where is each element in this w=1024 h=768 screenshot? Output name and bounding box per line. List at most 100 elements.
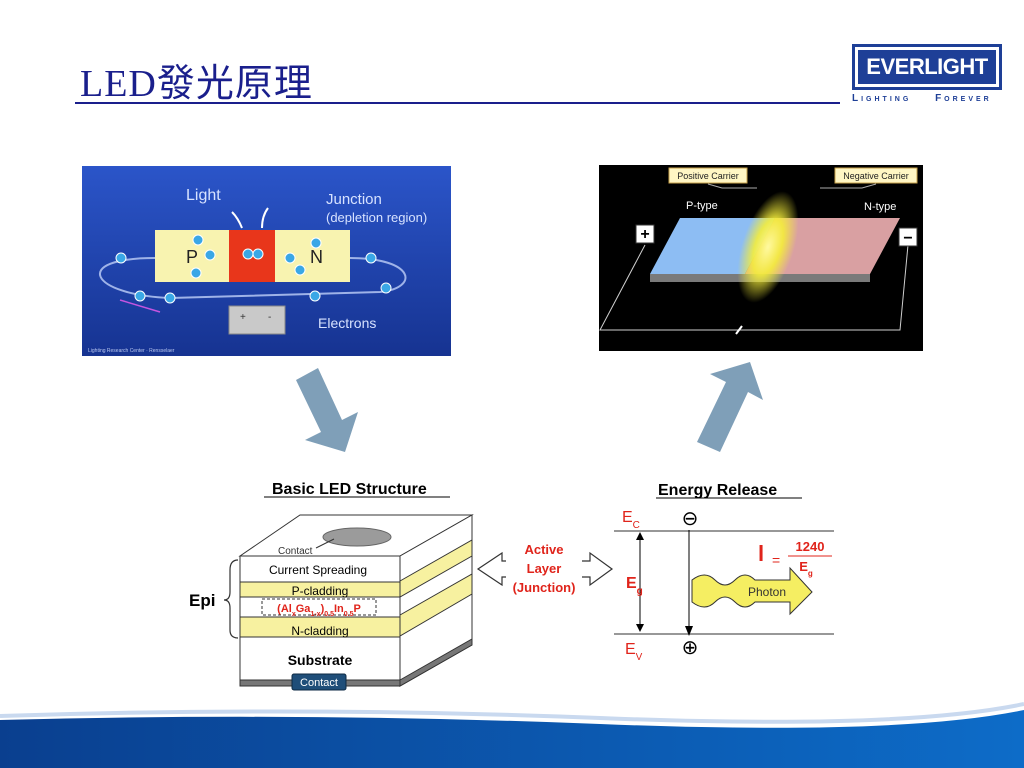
page-title: LED發光原理: [80, 63, 313, 105]
up-arrow: [697, 362, 763, 452]
energy-title: Energy Release: [658, 482, 777, 499]
down-arrow: [296, 368, 358, 452]
equals-sign: =: [772, 552, 780, 568]
light-label: Light: [186, 187, 221, 204]
electron-dot: [309, 290, 321, 302]
ec-main: E: [622, 509, 633, 526]
epi-label: Epi: [189, 591, 215, 610]
hole-symbol: ⊕: [682, 637, 699, 659]
light-arrow: [231, 211, 243, 229]
eg-sub: g: [637, 586, 643, 597]
battery-minus: -: [268, 312, 271, 323]
eg-main: E: [626, 575, 637, 592]
active-label-line2: Layer: [527, 561, 562, 576]
electron-dot: [164, 292, 176, 304]
negative-carrier-label: Negative Carrier: [843, 171, 909, 181]
electrons-label: Electrons: [318, 315, 376, 331]
carrier-dot: [190, 267, 202, 279]
junction-panel: Light Junction (depletion region) P N: [82, 166, 451, 356]
photon-arrow: [691, 566, 813, 616]
battery: [228, 305, 286, 335]
active-layer-label-bg: [506, 537, 582, 601]
eg-label: Eg: [626, 575, 643, 597]
junction-label: Junction: [326, 191, 382, 208]
sub-05a: 0.5: [324, 611, 334, 618]
sub-05b: 0.5: [344, 611, 354, 618]
p-label: P: [186, 247, 198, 267]
light-arrow: [261, 207, 269, 229]
lambda-symbol: l: [758, 541, 764, 566]
ec-sub: C: [633, 520, 640, 531]
ev-label: EV: [625, 641, 643, 663]
ec-label: EC: [622, 509, 640, 531]
minus-terminal: [898, 227, 918, 247]
credit-label: Lighting Research Center · Rensselaer: [88, 348, 175, 354]
n-cladding-label: N-cladding: [291, 624, 348, 638]
plus-terminal-label: +: [640, 226, 649, 243]
p-type-label: P-type: [686, 200, 718, 212]
plus-terminal: [635, 224, 655, 244]
photon-label: Photon: [748, 585, 786, 599]
negative-carrier-tag: [834, 167, 918, 184]
everlight-logo: EVERLIGHT: [852, 44, 1002, 90]
carrier-pointer: [707, 183, 757, 189]
carrier-dot: [192, 234, 204, 246]
energy-diagram: Energy Release EC EV Eg ⊖ ⊕ Photon l = 1…: [614, 482, 834, 663]
wave-fill: [0, 710, 1024, 768]
substrate-label: Substrate: [288, 652, 353, 668]
current-spreading-layer: [239, 555, 401, 583]
electron-dot: [380, 282, 392, 294]
logo-brand: EVERLIGHT: [858, 50, 996, 84]
carrier-dot: [310, 237, 322, 249]
tagline-left: Lighting: [852, 93, 912, 104]
n-type-label: N-type: [864, 201, 896, 213]
current-spreading-label: Current Spreading: [269, 563, 367, 577]
switch: [735, 325, 743, 335]
wave-highlight: [0, 702, 1024, 724]
active-label-line3: (Junction): [513, 580, 576, 595]
carrier-circuit-wire: [599, 244, 909, 331]
p-cladding-label: P-cladding: [292, 584, 349, 598]
carrier-dot: [284, 252, 296, 264]
contact-bottom-label: Contact: [300, 677, 338, 689]
transition-arrowhead: [685, 626, 693, 636]
active-layer-box: [261, 598, 377, 616]
minus-terminal-label: −: [903, 230, 912, 247]
logo-tagline: Lighting Forever: [852, 93, 1004, 104]
n-label: N: [310, 247, 323, 267]
denominator-main: E: [799, 559, 808, 574]
positive-carrier-label: Positive Carrier: [677, 171, 739, 181]
carrier-pointer: [820, 183, 877, 189]
denominator-sub: g: [808, 569, 813, 578]
sub-x: x: [292, 611, 296, 618]
electron-dot: [115, 252, 127, 264]
formula-denominator: Eg: [799, 559, 813, 578]
carrier-dot: [204, 249, 216, 261]
ev-sub: V: [636, 652, 643, 663]
active-label-line1: Active: [524, 542, 563, 557]
substrate-layer: [239, 636, 401, 681]
active-layer-connector: Active Layer (Junction): [476, 537, 614, 601]
electron-flow-arrow: [119, 299, 161, 313]
title-underline: [75, 102, 840, 104]
formula-numerator: 1240: [796, 539, 825, 554]
top-contact: [322, 527, 392, 547]
tagline-right: Forever: [935, 93, 992, 104]
contact-pointer: [315, 538, 335, 549]
depletion-label: (depletion region): [326, 210, 427, 225]
active-material-label: (AlxGa1-x)0.5In0.5P: [277, 603, 361, 618]
epi-brace: [223, 559, 239, 639]
electron-dot: [365, 252, 377, 264]
bottom-contact-tag: [291, 673, 347, 691]
electron-symbol: ⊖: [682, 508, 699, 530]
electron-dot: [134, 290, 146, 302]
led-principle-diagram: Light Junction (depletion region) P N: [82, 165, 923, 691]
sub-1-x: 1-x: [310, 611, 320, 618]
ev-main: E: [625, 641, 636, 658]
led-structure: Basic LED Structure Contact Current Spre…: [189, 481, 474, 691]
contact-top-label: Contact: [278, 546, 313, 557]
battery-plus: +: [240, 312, 246, 323]
carrier-dot: [294, 264, 306, 276]
carrier-panel: Positive Carrier Negative Carrier P-type…: [599, 165, 923, 351]
bottom-wave-decoration: [0, 702, 1024, 768]
